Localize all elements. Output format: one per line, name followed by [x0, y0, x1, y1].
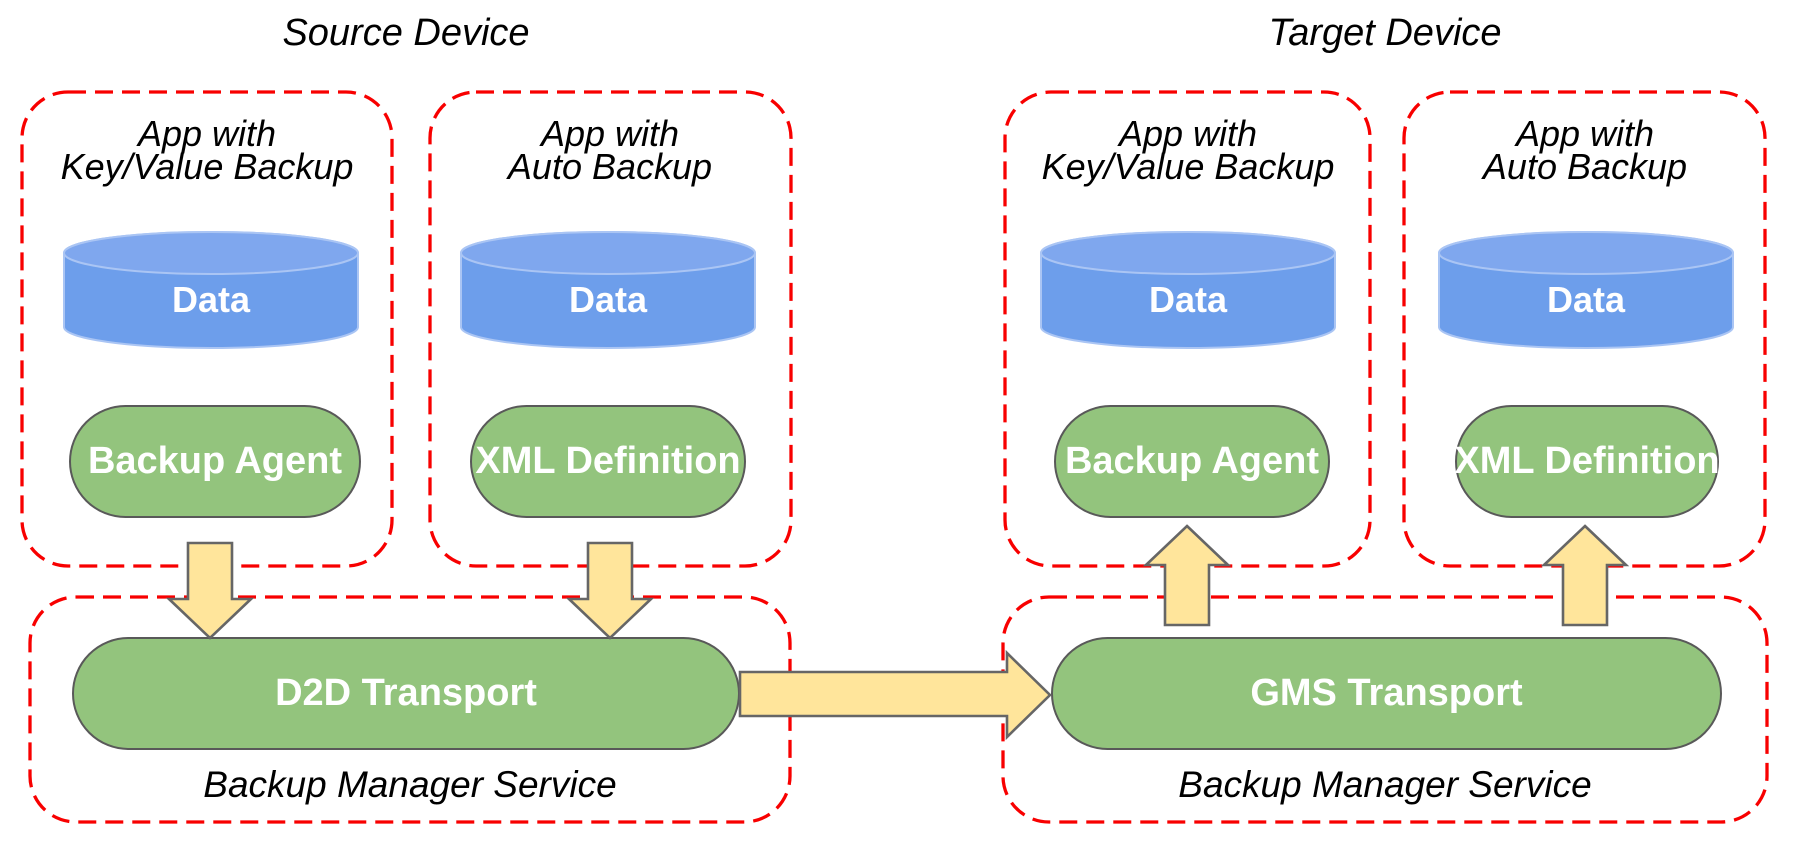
target-auto-app-label: App with Auto Backup [1405, 113, 1765, 187]
d2d-to-gms-transfer-arrow [738, 649, 1052, 741]
app-label-line1: App with [1515, 113, 1655, 154]
target-auto-data-cylinder [1438, 231, 1734, 349]
source-backup-agent-pill: Backup Agent [69, 405, 361, 518]
target-backup-manager-label: Backup Manager Service [1178, 764, 1592, 805]
source-keyvalue-app-label: App with Key/Value Backup [27, 113, 387, 187]
target-keyvalue-app-label: App with Key/Value Backup [1008, 113, 1368, 187]
app-label-line2: Auto Backup [507, 146, 713, 187]
app-label-line1: App with [1118, 113, 1258, 154]
target-keyvalue-data-label: Data [1148, 279, 1228, 320]
xml-definition-to-d2d-arrow [565, 541, 655, 640]
source-device-title: Source Device [282, 12, 530, 54]
target-keyvalue-data-cylinder [1040, 231, 1336, 349]
target-xml-definition-pill: XML Definition [1454, 405, 1720, 518]
target-auto-data-label: Data [1546, 279, 1626, 320]
gms-to-backup-agent-arrow [1142, 524, 1232, 627]
gms-transport-pill: GMS Transport [1051, 637, 1722, 750]
source-auto-app-label: App with Auto Backup [430, 113, 790, 187]
source-backup-manager-box [28, 595, 792, 824]
app-label-line1: App with [540, 113, 680, 154]
source-keyvalue-data-cylinder [63, 231, 359, 349]
source-backup-manager-label: Backup Manager Service [203, 764, 617, 805]
source-keyvalue-app-box [20, 90, 394, 568]
app-label-line2: Auto Backup [1482, 146, 1688, 187]
gms-to-xml-definition-arrow [1540, 524, 1630, 627]
source-auto-data-cylinder [460, 231, 756, 349]
app-label-line1: App with [137, 113, 277, 154]
source-auto-data-label: Data [568, 279, 648, 320]
source-xml-definition-pill: XML Definition [470, 405, 746, 518]
app-label-line2: Key/Value Backup [1041, 146, 1335, 187]
d2d-transport-pill: D2D Transport [72, 637, 740, 750]
target-device-title: Target Device [1268, 12, 1502, 54]
target-backup-agent-pill: Backup Agent [1054, 405, 1330, 518]
backup-agent-to-d2d-arrow [165, 541, 255, 640]
source-keyvalue-data-label: Data [171, 279, 251, 320]
app-label-line2: Key/Value Backup [60, 146, 354, 187]
